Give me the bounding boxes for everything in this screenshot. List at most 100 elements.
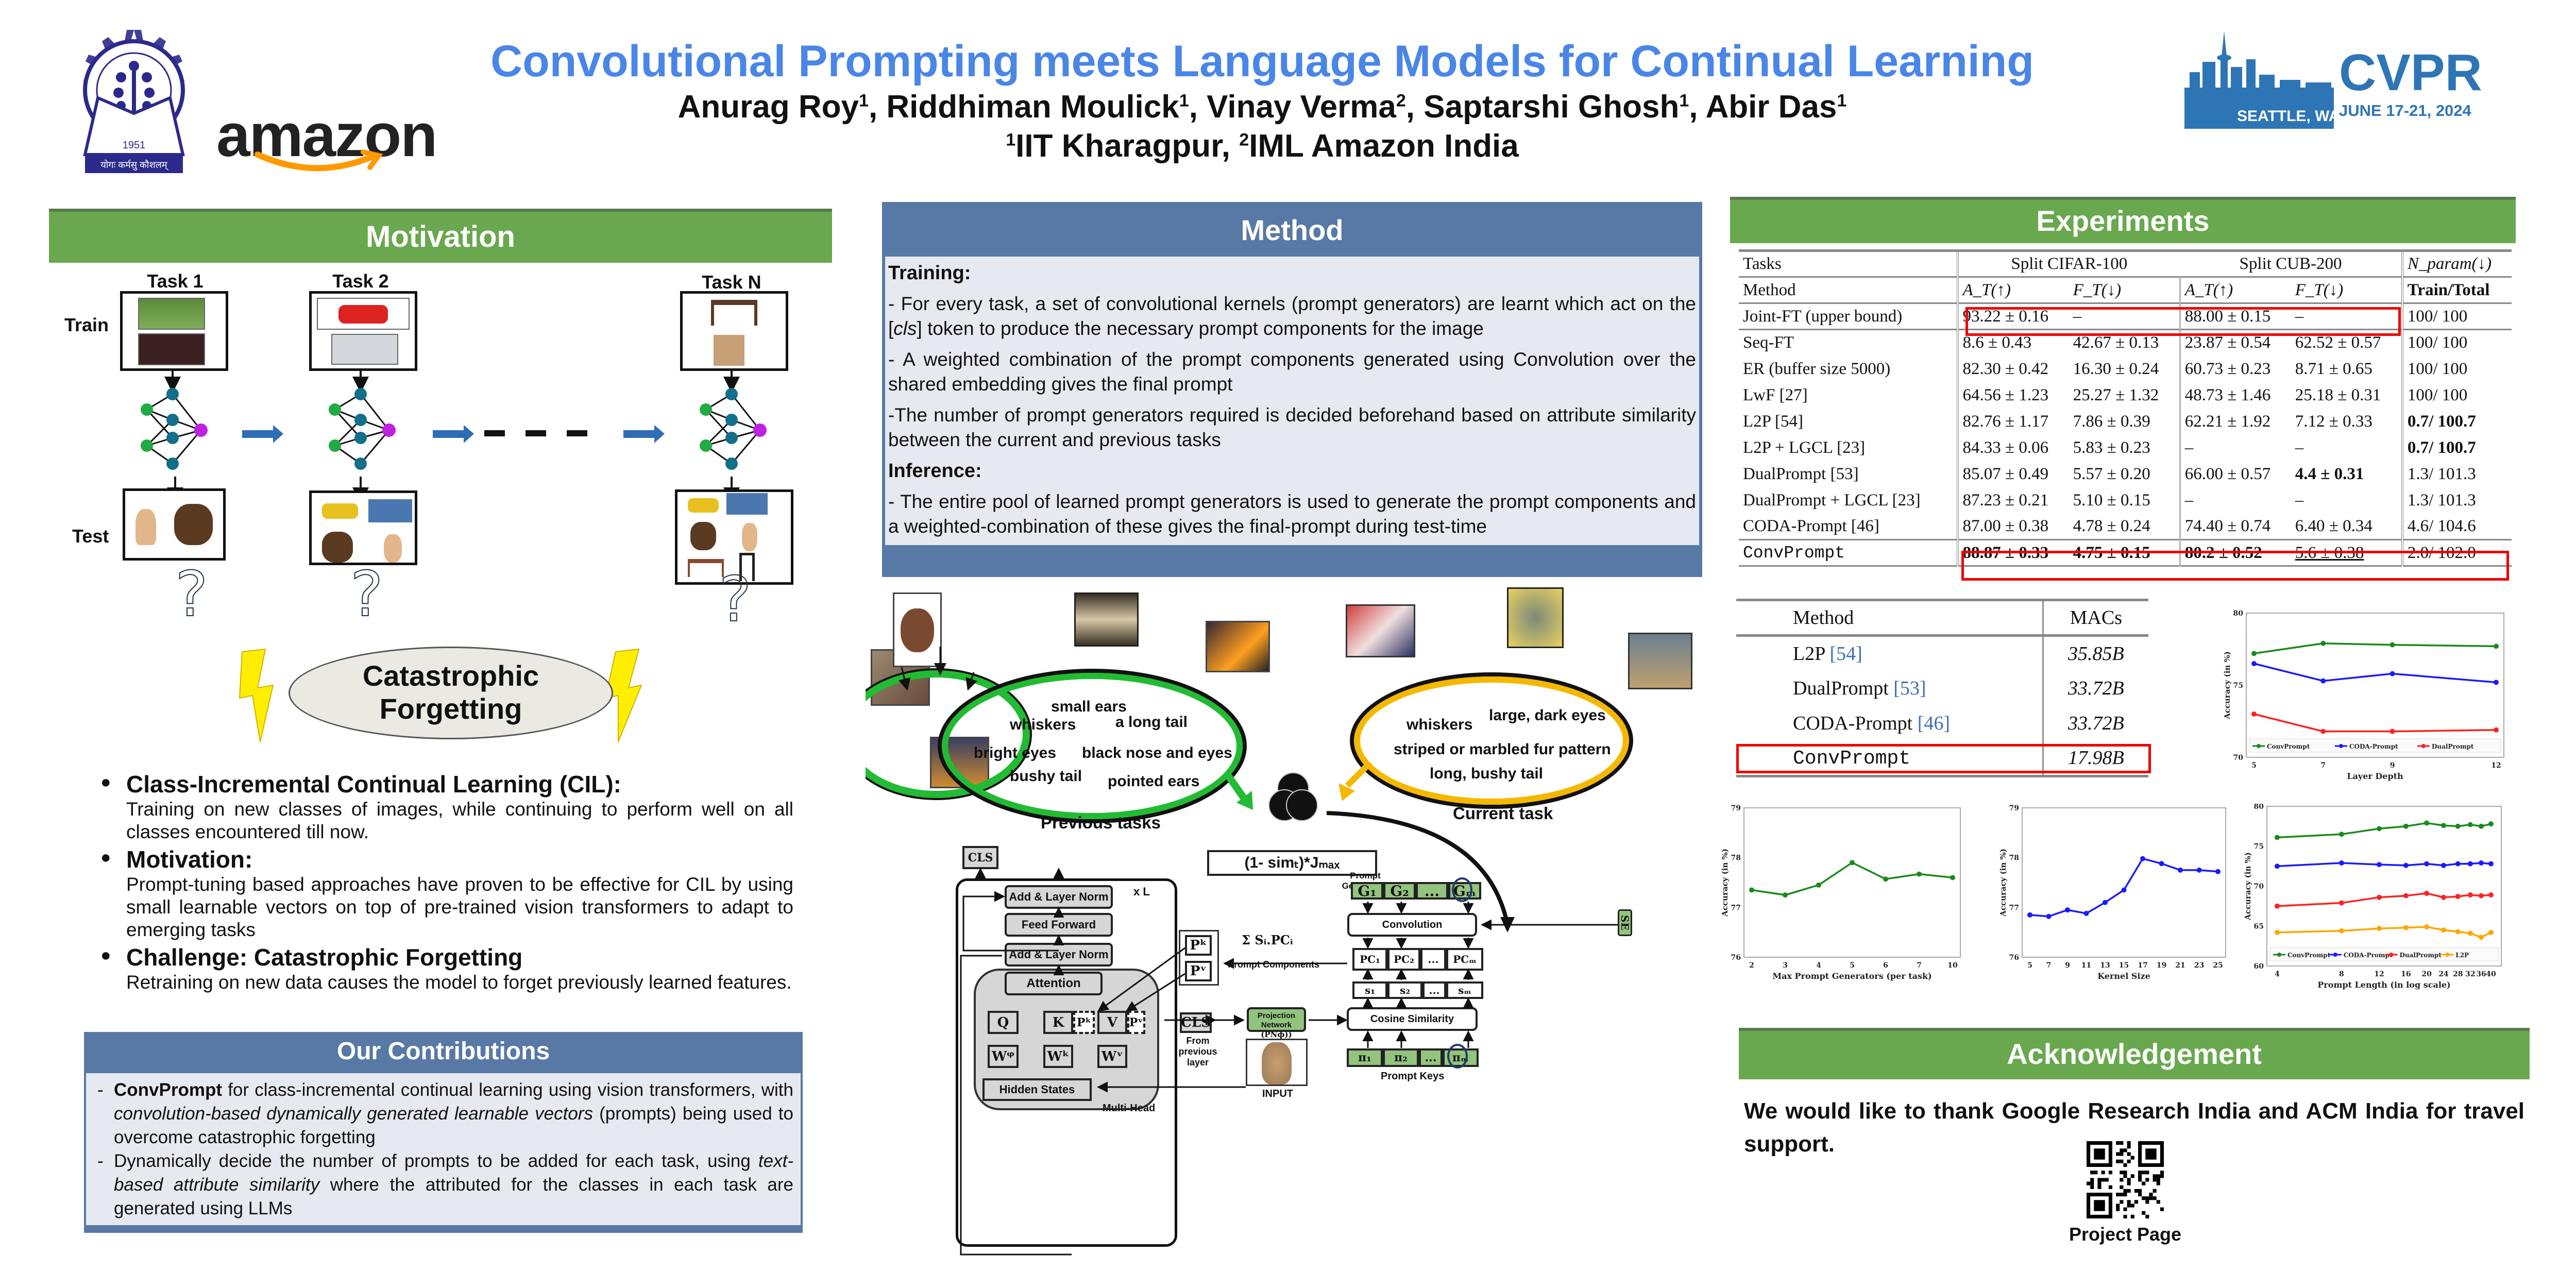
from-previous-label: From previous layer [1178,1036,1217,1067]
task-n-train-images [680,291,788,371]
data-point [2494,727,2499,733]
x-tick-label: 8 [2339,970,2344,978]
question-mark-icon: ? [718,564,752,636]
data-point [2479,860,2484,866]
series-line-dualprompt [2277,892,2492,907]
prompt-components-label: Prompt Components [1228,959,1319,970]
x-axis-label: Layer Depth [2347,771,2403,781]
acknowledgement-header: Acknowledgement [1739,1028,2530,1079]
data-point [2377,894,2382,900]
v-box: V [1097,1011,1127,1034]
attribute-label: bright eyes [974,744,1057,761]
generator-cell: G₂ [1383,882,1416,900]
x-tick-label: 40 [2486,970,2496,978]
series-line-l2p [2277,926,2492,939]
legend-label: ConvPrompt [2287,952,2331,959]
plot-area [1743,807,1961,958]
venn-diagram-icon [1268,772,1318,821]
chimp-image [893,592,942,667]
data-point [2494,680,2499,685]
k-box: K [1043,1011,1073,1034]
x-tick-label: 17 [2138,961,2147,970]
data-point [2320,678,2326,684]
data-point [2455,861,2461,867]
x-tick-label: 10 [1947,961,1958,970]
data-point [2251,661,2257,666]
data-point [2140,856,2145,861]
prompt-keys-label: Prompt Keys [1381,1071,1445,1082]
wv-box: Wᵛ [1097,1045,1127,1068]
y-tick-label: 76 [2009,954,2019,962]
attribute-label: large, dark eyes [1489,707,1606,724]
data-point [2467,930,2473,936]
affiliations: 1IIT Kharagpur, 2IML Amazon India [1006,128,1519,164]
input-label: INPUT [1262,1088,1293,1099]
plot-area [2266,806,2502,967]
attribute-label: long, bushy tail [1430,765,1544,782]
affiliation: 1IIT Kharagpur [1006,128,1222,164]
motivation-bullets: Class-Incremental Continual Learning (CI… [100,770,793,996]
projection-network-box: Projection Network(PNϕ)) [1247,1007,1306,1039]
cat-drawing-image [1507,587,1564,648]
contribution-item: ConvPrompt for class-incremental continu… [93,1078,793,1149]
key-cell: ... [1419,1048,1443,1067]
task-1-test-images [123,488,226,561]
painted-animal-image [1346,604,1415,657]
data-point [2159,861,2164,867]
project-page-label[interactable]: Project Page [2069,1224,2182,1245]
data-point [2027,912,2032,918]
qr-code[interactable] [2087,1141,2164,1218]
y-axis-label: Accuracy (in %) [2243,852,2252,921]
data-point [2275,903,2280,909]
data-point [2467,892,2473,898]
key-cell: π₂ [1383,1048,1419,1067]
svg-text:CVPR: CVPR [2339,44,2482,101]
data-point [2338,900,2344,906]
legend-marker [2445,953,2450,957]
prompt-pair-box [1179,930,1219,986]
series-line-coda-prompt [2277,862,2492,867]
acknowledgement-text: We would like to thank Google Research I… [1744,1098,2524,1157]
architecture-arrows [960,868,1618,1256]
svg-text:योगः कर्मसु कौशलम्: योगः कर्मसु कौशलम् [100,159,168,171]
data-point [2441,927,2446,933]
attribute-label: bushy tail [1010,768,1082,785]
x-tick-label: 7 [1917,961,1922,970]
prompt-key-slot: Pᵏ [1073,1011,1095,1034]
x-tick-label: 32 [2465,970,2475,978]
data-point [2320,640,2326,646]
data-point [2488,892,2494,898]
data-point [2467,822,2473,827]
author-name: Saptarshi Ghosh1 [1423,89,1689,125]
data-point [2215,869,2221,874]
dog-image [138,298,205,330]
svg-text:JUNE 17-21, 2024: JUNE 17-21, 2024 [2339,101,2472,120]
prompt-value-slot: Pᵛ [1127,1011,1145,1034]
data-point [2065,907,2070,913]
svg-text:SEATTLE, WA: SEATTLE, WA [2237,108,2340,125]
y-axis-label: Accuracy (in %) [2223,651,2232,720]
train-row-label: Train [64,314,109,335]
y-tick-label: 70 [2254,883,2264,891]
author-name: Abir Das1 [1705,89,1847,125]
cosine-similarity-box: Cosine Similarity [1347,1007,1478,1031]
plot-area [2246,613,2504,758]
data-point [2320,728,2326,734]
x-axis-label: Max Prompt Generators (per task) [1772,971,1931,981]
table-image [711,300,757,326]
data-point [2046,913,2052,919]
shared-embedding-box: SE [1618,909,1632,936]
legend-marker [2257,744,2261,748]
legend-box [2269,947,2499,961]
legend-marker [2421,744,2426,748]
data-point [2389,671,2395,676]
y-tick-label: 79 [2009,804,2019,812]
y-tick-label: 60 [2254,962,2264,971]
x-tick-label: 36 [2476,970,2486,978]
x-tick-label: 9 [2390,761,2395,770]
data-point [2196,867,2202,873]
